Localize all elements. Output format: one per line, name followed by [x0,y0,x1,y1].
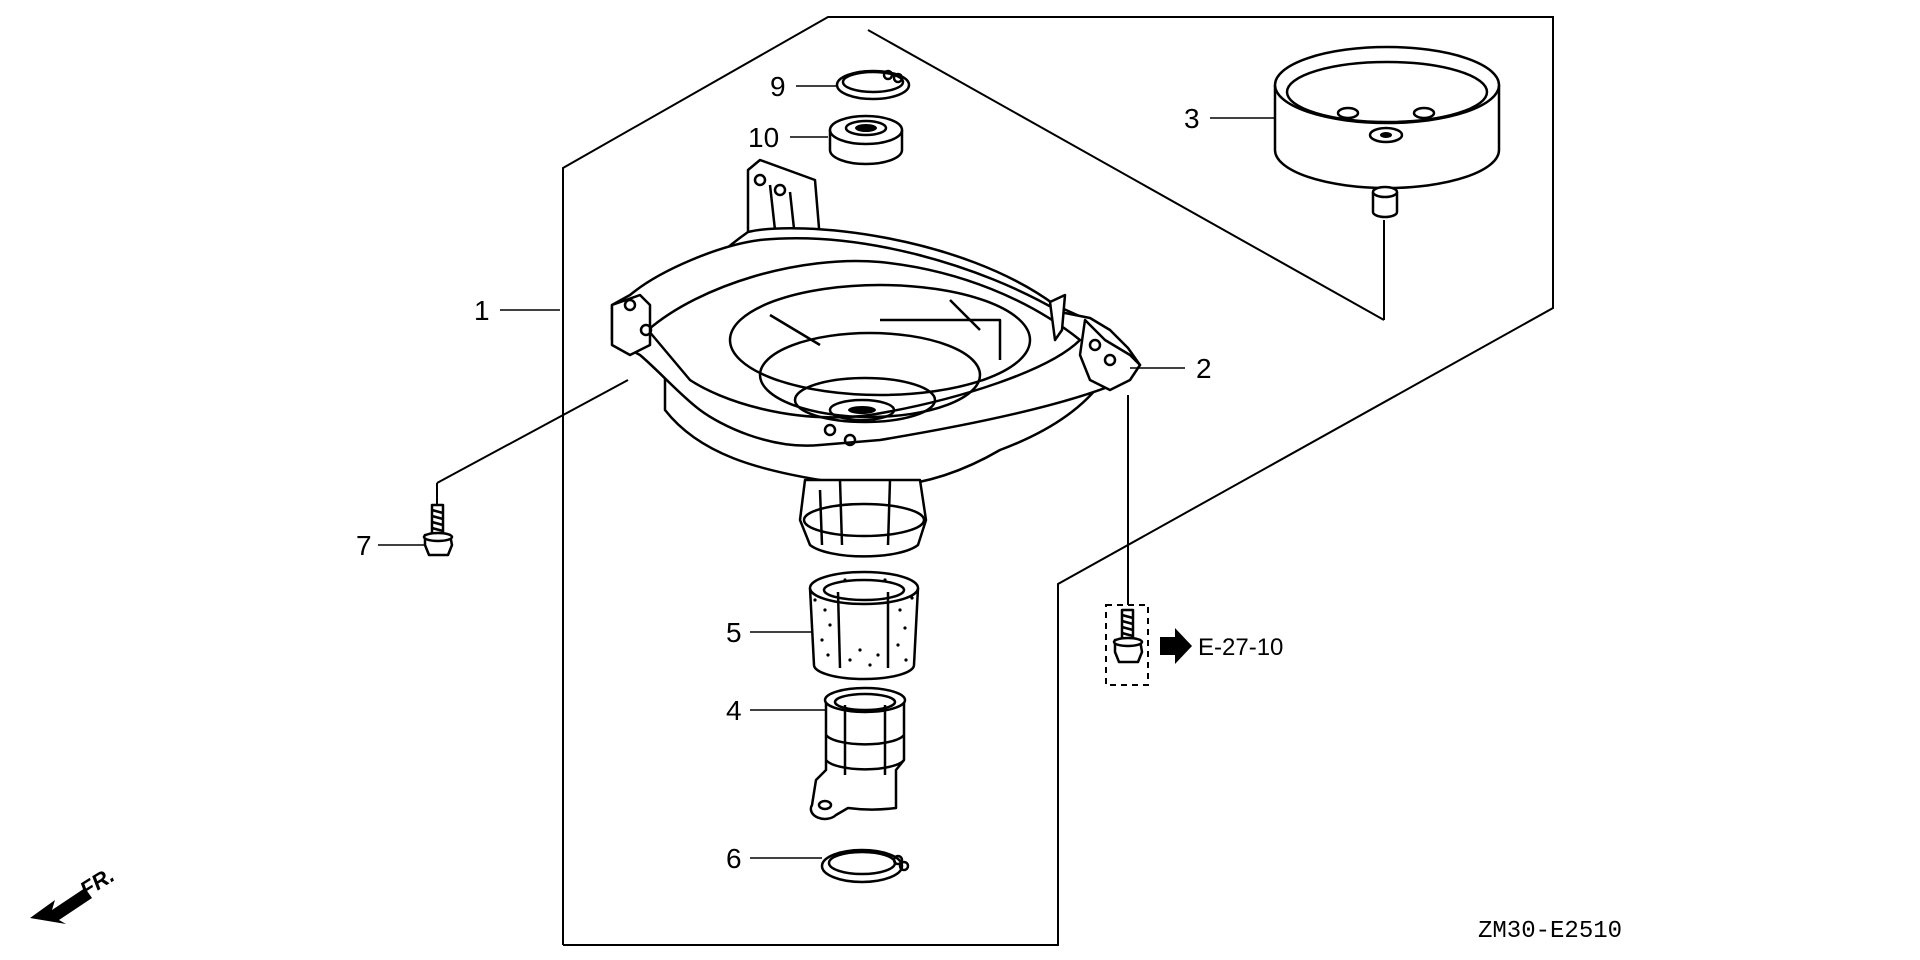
callout-10: 10 [748,122,779,153]
snap-ring-bottom[interactable] [820,848,910,884]
drawing-code: ZM30-E2510 [1478,918,1622,945]
cross-reference[interactable]: E-27-10 [1160,628,1283,664]
front-arrow-icon [30,888,92,924]
rubber-bush[interactable] [808,570,920,681]
callout-3: 3 [1184,103,1200,134]
recoil-pulley-cup[interactable] [1273,45,1501,219]
callout-5: 5 [726,617,742,648]
callout-9: 9 [770,71,786,102]
callout-7: 7 [356,530,372,561]
callout-2: 2 [1196,353,1212,384]
callout-numbers: 1 2 3 4 5 6 7 9 10 [356,71,1212,874]
callout-1: 1 [474,295,490,326]
arrow-right-icon [1160,628,1192,664]
front-indicator: FR. [30,862,119,924]
bearing[interactable] [828,114,904,166]
leader-lines [378,85,1275,859]
callout-6: 6 [726,843,742,874]
snap-ring-top[interactable] [835,69,911,101]
flange-bolt-7[interactable] [422,379,629,557]
fan-cover-housing[interactable] [610,158,1142,558]
assembly-outline [562,16,1554,946]
cross-reference-label: E-27-10 [1198,634,1283,661]
flange-bolt-ref[interactable] [1105,395,1149,686]
strainer-holder[interactable] [809,686,907,821]
callout-4: 4 [726,695,742,726]
pulley-bracket-lines [867,29,1385,321]
